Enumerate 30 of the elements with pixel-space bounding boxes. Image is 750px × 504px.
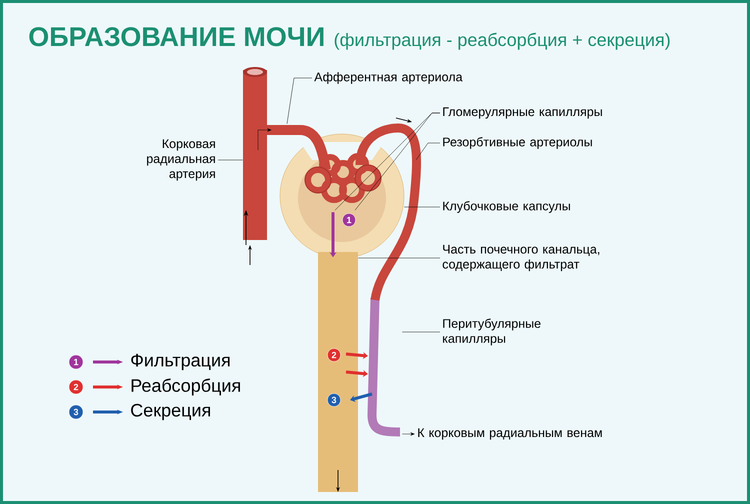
- leader-line: [404, 206, 440, 208]
- leader-line: [354, 112, 440, 210]
- callout-text: Перитубулярные капилляры: [443, 318, 540, 346]
- efferent-arteriole: [356, 124, 421, 301]
- callout-number: 2: [327, 348, 341, 362]
- legend-text: Фильтрация: [131, 354, 230, 370]
- capsule: [280, 134, 404, 258]
- afferent-arteriole: [266, 125, 331, 171]
- callout-text: К корковым радиальным венам: [418, 428, 602, 440]
- arrow: [350, 392, 372, 402]
- callout-text: Афферентная артериола: [314, 72, 463, 84]
- callout-number: 1: [342, 213, 356, 227]
- callout-text: Часть почечного канальца, содержащего фильтрат: [442, 244, 600, 272]
- renal-tubule: [318, 252, 358, 492]
- title: ОБРАЗОВАНИЕ МОЧИ: [29, 27, 324, 46]
- arrow: [402, 432, 415, 436]
- arrow: [258, 128, 272, 150]
- artery: [243, 67, 267, 240]
- leader-line: [416, 142, 440, 160]
- peritubular-capillary: [368, 298, 400, 436]
- callout-text: Гломерулярные капилляры: [443, 107, 602, 119]
- leader-line: [286, 78, 312, 124]
- callout-number: 3: [327, 393, 341, 407]
- glomerulus: [304, 153, 382, 203]
- subtitle: (фильтрация - реабсорбция + секреция): [334, 32, 670, 50]
- callout-text: Клубочковые капсулы: [443, 201, 570, 213]
- callout-text: Резорбтивные артериолы: [443, 137, 592, 149]
- legend-text: Реабсорбция: [132, 378, 240, 396]
- callout-text: Корковая радиальная артерия: [147, 139, 215, 181]
- legend-text: Секреция: [131, 404, 210, 420]
